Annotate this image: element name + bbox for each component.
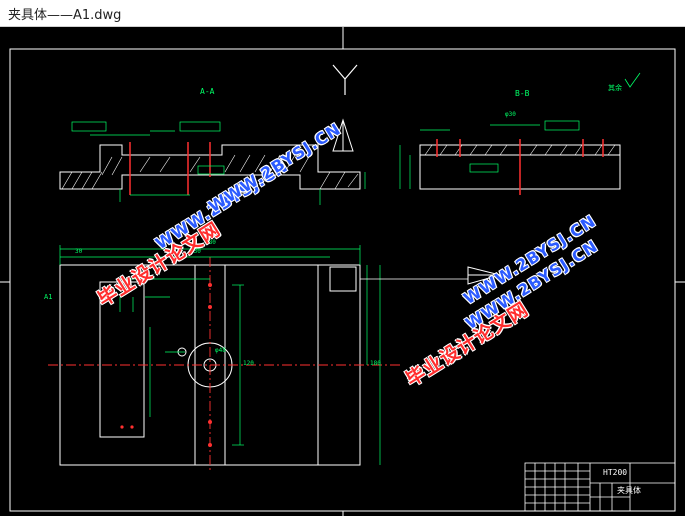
dim-height: 180: [370, 360, 381, 367]
section-arrow-up: [332, 118, 354, 152]
y-mark-symbol: [332, 64, 358, 95]
material-label: HT200: [603, 468, 628, 477]
section-bb-label: B-B: [515, 89, 530, 98]
dim-bore: φ48: [215, 347, 226, 354]
cad-drawing: [0, 27, 685, 516]
window-title: 夹具体——A1.dwg: [8, 7, 122, 23]
roughness-symbol: [624, 72, 641, 88]
cad-drawing-canvas[interactable]: A-A B-B 其余 HT200 夹具体 A1 380 330 30 180 1…: [0, 27, 685, 516]
dim-inner-length: 330: [190, 248, 201, 255]
dim-left-offset: 30: [75, 248, 83, 255]
window-titlebar: 夹具体——A1.dwg: [0, 0, 685, 27]
section-aa-label: A-A: [200, 87, 215, 96]
title-block: [524, 462, 676, 512]
section-aa-view: [59, 121, 366, 205]
section-arrow-right: [467, 266, 502, 285]
roughness-label: 其余: [608, 84, 622, 92]
plan-view: [48, 245, 468, 472]
dim-slot: φ30: [505, 111, 516, 118]
section-bb-view: [399, 120, 621, 195]
side-label: A1: [44, 293, 53, 301]
dim-overall-length: 380: [205, 239, 216, 246]
dim-hole-pitch: 120: [243, 360, 254, 367]
part-name-label: 夹具体: [617, 486, 641, 495]
